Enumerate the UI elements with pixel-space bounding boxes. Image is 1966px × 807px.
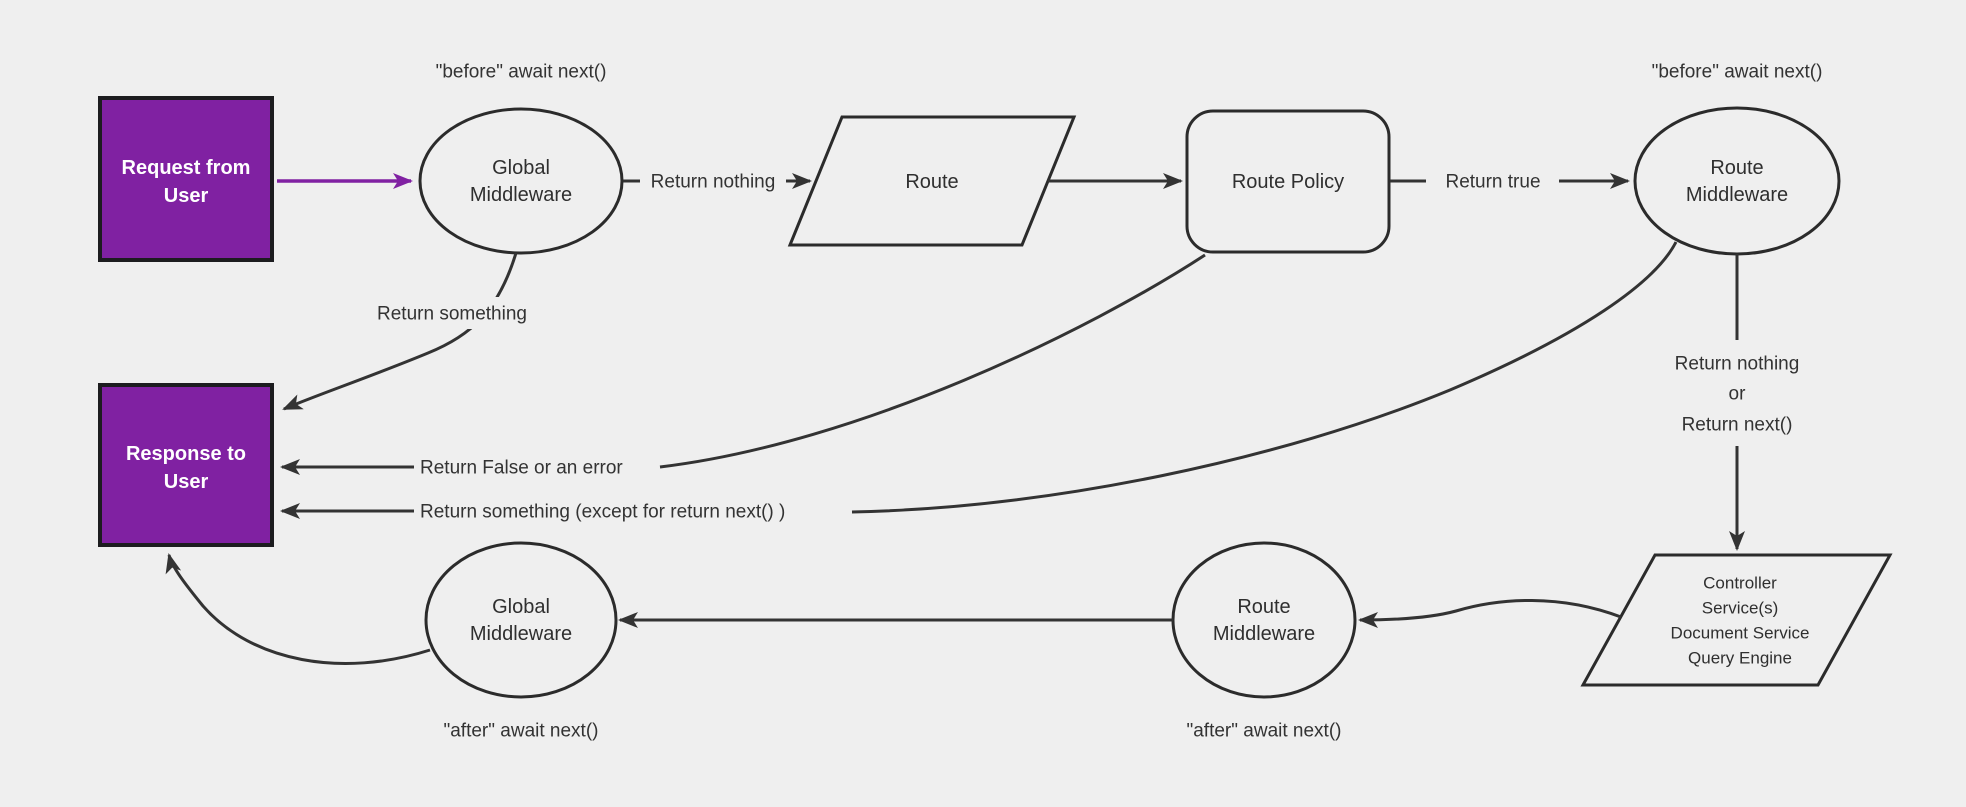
label-return-nothing-or-line3: Return next()	[1682, 415, 1793, 436]
response-box-label-line1: Response to	[126, 443, 246, 465]
response-box-label-line2: User	[164, 471, 209, 493]
route-middleware-top-label-line1: Route	[1710, 157, 1763, 179]
controller-services-label-line4: Query Engine	[1688, 649, 1792, 668]
controller-services-label-line2: Service(s)	[1702, 599, 1779, 618]
label-return-nothing-top: Return nothing	[651, 172, 776, 193]
label-after-await-bottom-middle: "after" await next()	[1187, 721, 1342, 742]
label-before-await-top-right: "before" await next()	[1652, 62, 1823, 83]
global-middleware-top-label-line1: Global	[492, 157, 550, 179]
node-route-middleware-bottom	[1171, 541, 1357, 699]
label-return-nothing-or-line1: Return nothing	[1675, 354, 1800, 375]
node-route	[787, 115, 1077, 247]
route-middleware-top-label-line2: Middleware	[1686, 184, 1788, 206]
node-global-middleware-top	[418, 107, 624, 255]
label-return-something-except: Return something (except for return next…	[420, 502, 785, 523]
node-request-from-user	[98, 96, 274, 262]
node-route-policy	[1185, 109, 1391, 254]
edge-return-false-curve-from-route-policy	[659, 253, 1206, 469]
edge-global-middleware-to-response	[165, 553, 431, 665]
request-box-label-line2: User	[164, 185, 209, 207]
request-box-label-line1: Request from	[122, 157, 251, 179]
route-middleware-bottom-label-line1: Route	[1237, 596, 1290, 618]
label-bg-return-true	[1429, 166, 1557, 196]
label-return-nothing-or-line2: or	[1729, 384, 1747, 405]
label-return-true: Return true	[1445, 172, 1540, 193]
node-controller-services	[1580, 553, 1893, 687]
route-middleware-bottom-label-line2: Middleware	[1213, 623, 1315, 645]
node-global-middleware-bottom	[424, 541, 618, 699]
controller-services-label-line3: Document Service	[1671, 624, 1810, 643]
route-label: Route	[905, 171, 958, 193]
global-middleware-bottom-label-line1: Global	[492, 596, 550, 618]
label-return-false-or-error: Return False or an error	[420, 458, 623, 479]
label-bg-return-nothing	[640, 166, 786, 196]
edge-return-something-to-response	[282, 252, 518, 411]
label-return-something: Return something	[377, 304, 527, 325]
node-response-to-user	[98, 383, 274, 547]
controller-services-label-line1: Controller	[1703, 574, 1777, 593]
global-middleware-top-label-line2: Middleware	[470, 184, 572, 206]
edge-controller-to-route-middleware-bottom	[1358, 599, 1622, 628]
route-policy-label: Route Policy	[1232, 171, 1344, 193]
label-after-await-bottom-left: "after" await next()	[444, 721, 599, 742]
global-middleware-bottom-label-line2: Middleware	[470, 623, 572, 645]
label-bg-return-something	[366, 297, 538, 329]
label-before-await-top-left: "before" await next()	[436, 62, 607, 83]
node-route-middleware-top	[1633, 106, 1841, 256]
edge-return-something-except-curve-from-route-middleware	[851, 241, 1678, 514]
